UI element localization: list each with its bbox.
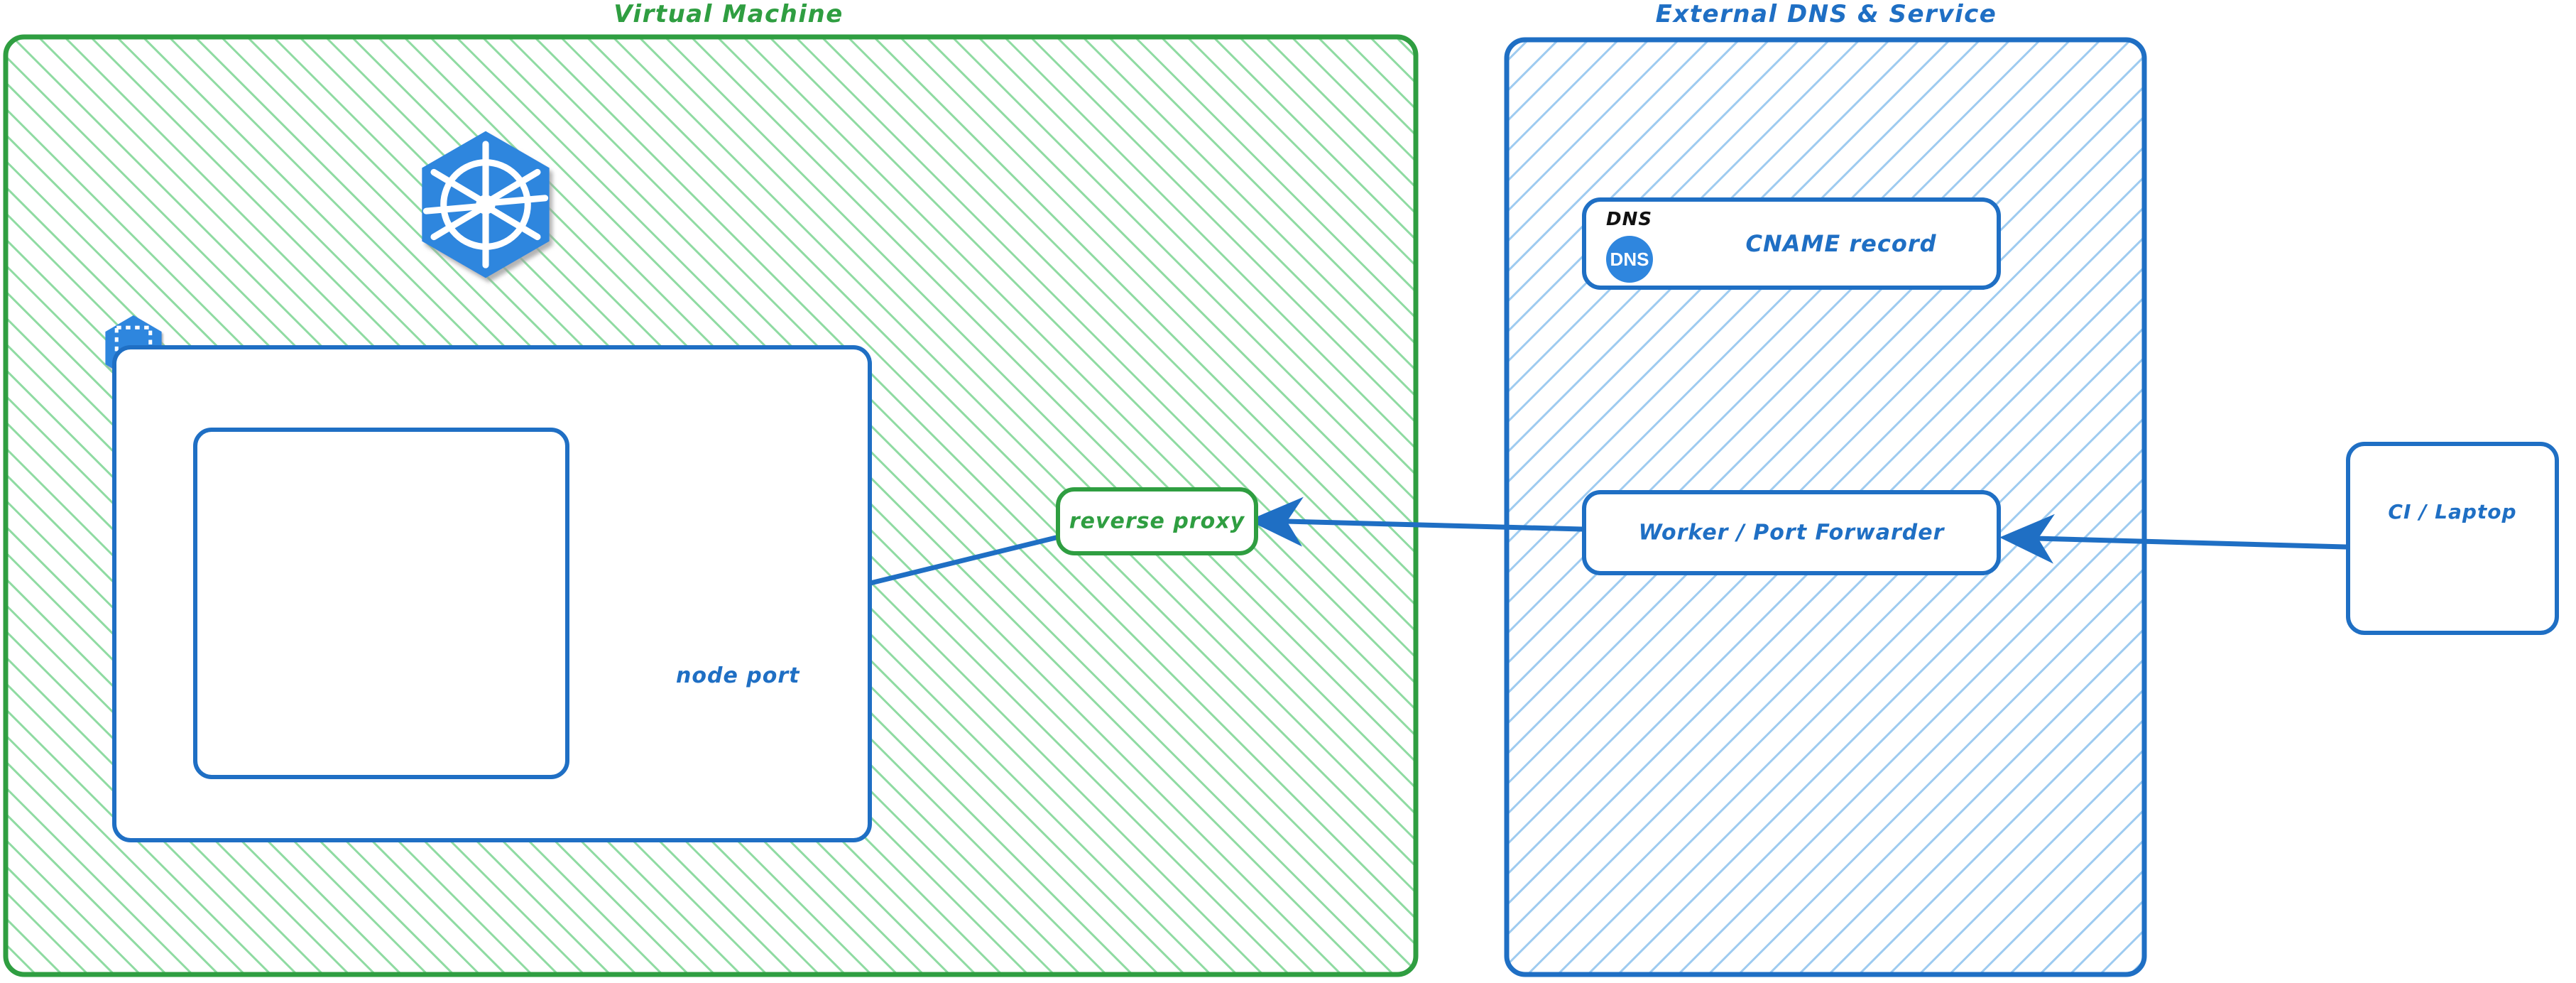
ci-laptop-box[interactable]: CI / Laptop — [2346, 442, 2559, 635]
pod-2-label: pod — [431, 554, 455, 567]
ci-laptop-label: CI / Laptop — [2388, 499, 2517, 523]
replicaset-label-wrap: rs — [183, 399, 249, 470]
worker-port-forwarder-box[interactable]: Worker / Port Forwarder — [1582, 490, 2001, 575]
pod-3-label-wrap: pod — [280, 635, 345, 706]
dns-tag-label: DNS — [1606, 209, 1653, 230]
pod-4-label: pod — [428, 691, 452, 704]
kubernetes-logo — [422, 131, 550, 278]
pod-4-label-wrap: pod — [408, 639, 473, 710]
pod-2-label-wrap: pod — [410, 501, 476, 572]
svc-label-wrap: svc — [702, 565, 775, 645]
replicaset-box[interactable] — [193, 428, 569, 779]
vm-border — [3, 34, 1419, 977]
svc-label: svc — [725, 622, 752, 638]
ci-laptop-inner: CI / Laptop — [2350, 446, 2555, 631]
worker-port-forwarder-label: Worker / Port Forwarder — [1638, 520, 1945, 545]
dns-box[interactable]: DNS DNS CNAME record — [1582, 197, 2001, 290]
group-title-virtual-machine: Virtual Machine — [613, 0, 844, 28]
namespace-label-wrap: ns — [101, 313, 166, 384]
pod-1-label: pod — [300, 558, 324, 571]
cname-record-wrap: CNAME record — [1693, 202, 1990, 286]
namespace-label: ns — [126, 365, 141, 378]
edge-worker-to-reverse-proxy — [1248, 496, 1585, 547]
edge-ci-to-worker — [1999, 514, 2349, 564]
pod-1-label-wrap: pod — [280, 506, 345, 577]
dns-badge-icon: DNS — [1606, 236, 1653, 283]
replicaset-label: rs — [209, 452, 222, 465]
reverse-proxy-box[interactable]: reverse proxy — [1056, 487, 1258, 555]
pod-3-label: pod — [300, 688, 324, 700]
ext-border — [1504, 37, 2147, 977]
reverse-proxy-label: reverse proxy — [1069, 509, 1245, 534]
node-port-caption: node port — [676, 663, 800, 688]
cname-record-label: CNAME record — [1745, 230, 1937, 257]
group-title-external-dns-service: External DNS & Service — [1655, 0, 1997, 28]
